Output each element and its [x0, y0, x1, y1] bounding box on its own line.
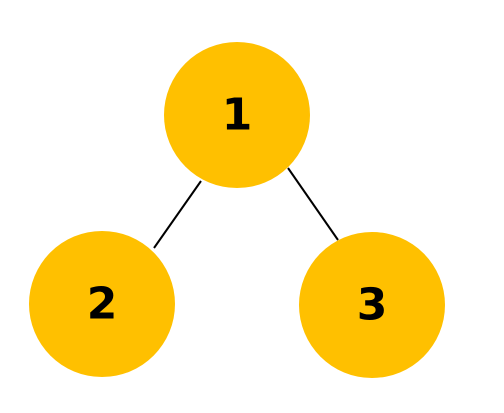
edge-1-to-2	[153, 180, 202, 249]
node-2: 2	[29, 231, 175, 377]
node-3-label: 3	[357, 280, 388, 331]
node-2-label: 2	[87, 279, 118, 330]
edges-layer	[153, 167, 339, 249]
node-3-circle	[299, 232, 445, 378]
node-1-label: 1	[222, 90, 253, 141]
edge-1-to-3	[287, 167, 339, 241]
nodes-layer: 1 2 3	[29, 42, 445, 378]
node-2-circle	[29, 231, 175, 377]
node-1: 1	[164, 42, 310, 188]
node-3: 3	[299, 232, 445, 378]
node-1-circle	[164, 42, 310, 188]
